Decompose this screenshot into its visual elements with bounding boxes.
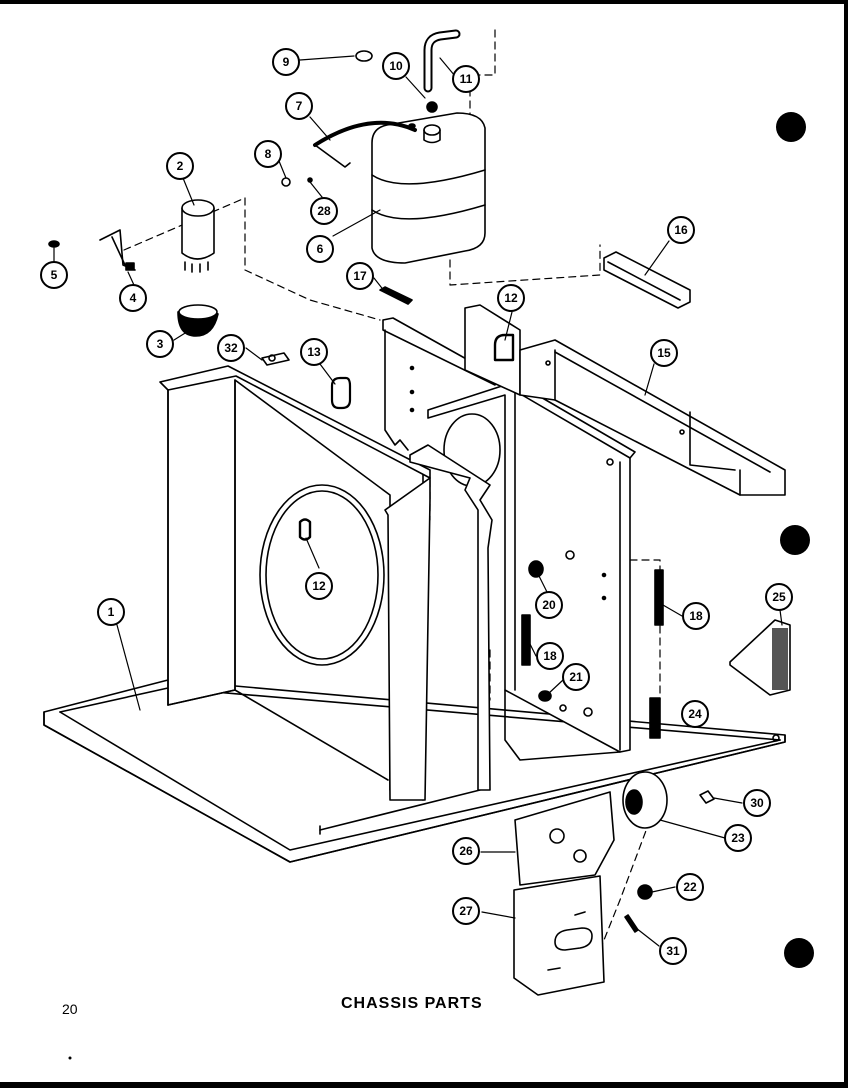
callout-1: 1 <box>97 598 125 626</box>
callout-25: 25 <box>765 583 793 611</box>
plate-26 <box>514 791 615 886</box>
reservoir-6 <box>371 101 486 264</box>
svg-text:23: 23 <box>731 831 745 845</box>
callout-12-upper: 12 <box>497 284 525 312</box>
capacitor-2 <box>181 199 215 273</box>
svg-text:4: 4 <box>130 291 137 305</box>
callout-31: 31 <box>659 937 687 965</box>
nut-28 <box>307 177 313 183</box>
svg-text:30: 30 <box>750 796 764 810</box>
svg-text:25: 25 <box>772 590 786 604</box>
hose-11 <box>423 29 461 93</box>
callout-5: 5 <box>40 261 68 289</box>
svg-text:9: 9 <box>283 55 290 69</box>
svg-text:7: 7 <box>296 99 303 113</box>
callout-3: 3 <box>146 330 174 358</box>
screw-8 <box>281 177 291 187</box>
callout-4: 4 <box>119 284 147 312</box>
svg-text:24: 24 <box>688 707 702 721</box>
callout-15: 15 <box>650 339 678 367</box>
bracket-16 <box>603 251 691 309</box>
callout-11: 11 <box>452 65 480 93</box>
callout-16: 16 <box>667 216 695 244</box>
svg-text:2: 2 <box>177 159 184 173</box>
callout-27: 27 <box>452 897 480 925</box>
strip-24 <box>649 697 661 739</box>
callout-28: 28 <box>310 197 338 225</box>
binder-holes <box>776 112 814 968</box>
diagram-caption: CHASSIS PARTS <box>341 995 483 1012</box>
screw-5 <box>48 240 60 248</box>
callout-32: 32 <box>217 334 245 362</box>
callout-12-lower: 12 <box>305 572 333 600</box>
strap-7 <box>313 120 417 168</box>
callout-18-right: 18 <box>682 602 710 630</box>
svg-text:32: 32 <box>224 341 238 355</box>
svg-text:1: 1 <box>108 605 115 619</box>
callout-9: 9 <box>272 48 300 76</box>
callout-13: 13 <box>300 338 328 366</box>
svg-text:8: 8 <box>265 147 272 161</box>
print-speck <box>68 1056 72 1060</box>
grommet-13 <box>330 376 352 410</box>
svg-text:12: 12 <box>504 291 518 305</box>
svg-text:21: 21 <box>569 670 583 684</box>
svg-text:11: 11 <box>460 72 473 86</box>
svg-text:18: 18 <box>689 609 703 623</box>
screw-31 <box>624 914 639 933</box>
callout-10: 10 <box>382 52 410 80</box>
svg-text:27: 27 <box>459 904 473 918</box>
cap-9 <box>355 50 373 62</box>
callout-30: 30 <box>743 789 771 817</box>
svg-text:18: 18 <box>543 649 557 663</box>
callout-18-center: 18 <box>536 642 564 670</box>
svg-text:22: 22 <box>683 880 697 894</box>
grommet-20 <box>528 560 544 578</box>
callout-22: 22 <box>676 873 704 901</box>
page-number: 20 <box>62 1001 78 1017</box>
callout-7: 7 <box>285 92 313 120</box>
callout-24: 24 <box>681 700 709 728</box>
svg-text:13: 13 <box>307 345 321 359</box>
callout-8: 8 <box>254 140 282 168</box>
callout-21: 21 <box>562 663 590 691</box>
rear-top-panel <box>464 304 786 496</box>
svg-text:3: 3 <box>157 337 164 351</box>
fan-disc-23 <box>622 771 668 829</box>
svg-text:12: 12 <box>312 579 326 593</box>
svg-text:5: 5 <box>51 268 58 282</box>
leader-lines <box>53 55 783 947</box>
capacitor-boot-3 <box>177 304 219 337</box>
callout-20: 20 <box>535 591 563 619</box>
svg-text:31: 31 <box>666 944 680 958</box>
nut-22 <box>637 884 653 900</box>
plate-27 <box>513 875 605 996</box>
svg-text:28: 28 <box>317 204 331 218</box>
svg-text:16: 16 <box>674 223 688 237</box>
svg-text:10: 10 <box>389 59 403 73</box>
callout-2: 2 <box>166 152 194 180</box>
callout-6: 6 <box>306 235 334 263</box>
svg-text:17: 17 <box>353 269 367 283</box>
svg-text:6: 6 <box>317 242 324 256</box>
strip-18b <box>654 569 664 626</box>
callout-17: 17 <box>346 262 374 290</box>
mesh-25 <box>729 619 791 696</box>
callout-26: 26 <box>452 837 480 865</box>
strip-18a <box>521 614 531 666</box>
strip-17 <box>379 286 413 305</box>
callout-23: 23 <box>724 824 752 852</box>
svg-text:15: 15 <box>657 346 671 360</box>
svg-text:20: 20 <box>542 598 556 612</box>
svg-text:26: 26 <box>459 844 473 858</box>
bracket-4 <box>99 229 136 271</box>
clip-32 <box>261 352 290 366</box>
clip-30 <box>699 790 715 804</box>
